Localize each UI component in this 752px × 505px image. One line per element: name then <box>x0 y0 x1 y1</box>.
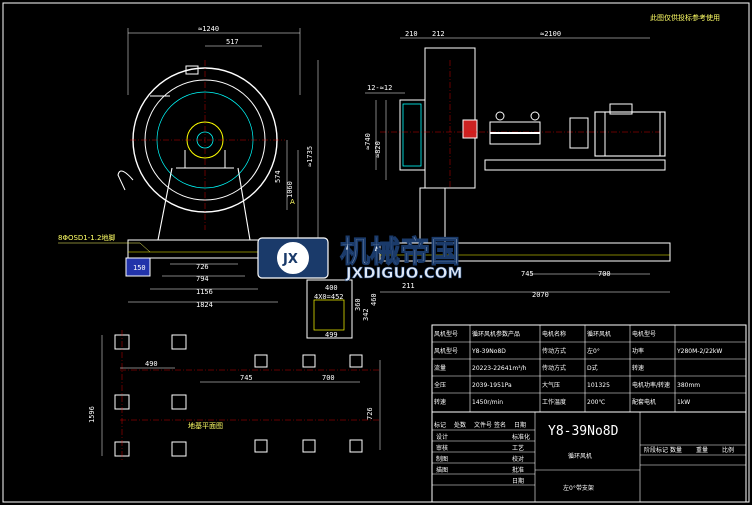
spec-cell: 流量 <box>434 364 446 372</box>
sign-cell: 批准 <box>512 466 524 474</box>
bolt-label: 8ΦOSD1-1.2地脚 <box>58 233 115 242</box>
spec-cell: 风机型号 <box>434 330 458 338</box>
watermark-en: JXDIGUO.COM <box>345 264 462 282</box>
spec-cell: 380mm <box>677 382 700 389</box>
spec-cell: 左0° <box>587 347 600 355</box>
rev-cell: 文件号 <box>474 421 492 429</box>
plan-dim-745: 745 <box>240 374 253 382</box>
dim-mid-400: 400 <box>325 284 338 292</box>
right-header-cell: 比例 <box>722 446 734 454</box>
sign-cell: 日期 <box>512 477 524 485</box>
rev-cell: 签名 <box>494 421 506 429</box>
direction-text: 左0°带支架 <box>563 484 594 492</box>
dim-1735: ≈1735 <box>306 146 314 167</box>
dim-mid-499: 499 <box>325 331 338 339</box>
spec-cell: 转速 <box>434 398 446 406</box>
sign-cell: 审核 <box>436 444 448 452</box>
rev-cell: 标记 <box>434 421 446 429</box>
marker-a: A <box>290 198 295 206</box>
rev-cell: 处数 <box>454 421 466 429</box>
spec-cell: 20223-22641m³/h <box>472 365 527 372</box>
spec-cell: 电机型号 <box>632 330 656 338</box>
note-top-right: 此图仅供投标参考使用 <box>650 13 720 22</box>
right-header-cell: 数量 <box>670 446 682 454</box>
spec-cell: D式 <box>587 364 598 372</box>
dim-2100: ≈2100 <box>540 30 561 38</box>
sign-cell: 描图 <box>436 466 448 474</box>
sign-cell: 工艺 <box>512 444 524 452</box>
spec-cell: 200℃ <box>587 399 605 406</box>
dim-740: ≈740 <box>364 133 372 150</box>
dim-mid-342: 342 <box>362 308 370 321</box>
spec-cell: Y8-39No8D <box>471 348 506 355</box>
dim-mid-360: 360 <box>354 298 362 311</box>
spec-cell: 1kW <box>677 399 690 406</box>
dim-212: 212 <box>432 30 445 38</box>
spec-cell: 全压 <box>434 381 446 389</box>
spec-cell: Y280M-2/22kW <box>676 348 722 355</box>
dim-726: 726 <box>196 263 209 271</box>
spec-cell: 2039-1951Pa <box>472 382 512 389</box>
dim-820: ≈820 <box>374 141 382 158</box>
rev-cell: 日期 <box>514 421 526 429</box>
spec-cell: 循环风机 <box>587 330 611 338</box>
spec-cell: 电机名称 <box>542 330 566 338</box>
spec-cell: 配套电机 <box>632 398 656 406</box>
spec-cell: 大气压 <box>542 381 560 389</box>
spec-cell: 工作温度 <box>542 398 566 406</box>
dim-right-2070: 2070 <box>532 291 549 299</box>
sign-cell: 设计 <box>436 433 448 441</box>
model-title: Y8-39No8D <box>548 424 619 439</box>
dim-mid-460: 460 <box>370 293 378 306</box>
plan-dim-490: 490 <box>145 360 158 368</box>
slot-label: 12-≈12 <box>367 84 392 92</box>
dim-right-211: 211 <box>402 282 415 290</box>
spec-cell: 101325 <box>587 382 610 389</box>
plan-dim-700: 700 <box>322 374 335 382</box>
dim-right-745: 745 <box>521 270 534 278</box>
watermark: JX 机械帝国 JXDIGUO.COM <box>257 235 463 282</box>
front-view: ≈1240 517 150 8ΦOSD1-1.2地脚 574 ≈1 <box>58 25 319 309</box>
dim-574: 574 <box>274 170 282 183</box>
plan-dim-1596: 1596 <box>88 406 96 423</box>
foundation-plan: 490 745 700 1596 726 地基平面图 <box>88 330 381 460</box>
product-title: 循环风机 <box>568 452 592 460</box>
spec-cell: 功率 <box>632 347 644 355</box>
right-header-cell: 阶段标记 <box>644 446 668 454</box>
spec-cell: 转速 <box>632 364 644 372</box>
watermark-cn: 机械帝国 <box>340 235 460 270</box>
dim-1060: 1060 <box>286 181 294 198</box>
dim-1156: 1156 <box>196 288 213 296</box>
spec-cell: 风机型号 <box>434 347 458 355</box>
sign-cell: 制图 <box>436 455 448 463</box>
sign-cell: 校对 <box>512 455 524 463</box>
dim-top-left-width: ≈1240 <box>198 25 219 33</box>
spec-cell: 传动方式 <box>542 364 566 372</box>
dim-1824: 1824 <box>196 301 213 309</box>
dim-210: 210 <box>405 30 418 38</box>
dim-left-150: 150 <box>133 264 146 272</box>
spec-cell: 电机功率/转速 <box>632 381 670 389</box>
spec-cell: 循环风机参数产品 <box>472 330 520 338</box>
side-view: 210 212 ≈2100 12-≈12 ≈740 ≈8 <box>364 30 671 299</box>
watermark-logo: JX <box>282 252 298 267</box>
spec-cell: 1450r/min <box>472 399 503 406</box>
dim-mid-4x452: 4X0=452 <box>314 293 344 301</box>
plan-title: 地基平面图 <box>188 421 223 430</box>
sign-cell: 标准化 <box>512 433 530 441</box>
section-detail: 400 4X0=452 499 360 342 460 <box>306 279 378 339</box>
spec-cell: 传动方式 <box>542 347 566 355</box>
dim-right-700: 700 <box>598 270 611 278</box>
right-header-cell: 重量 <box>696 446 708 454</box>
dim-794: 794 <box>196 275 209 283</box>
plan-dim-726: 726 <box>366 407 374 420</box>
dim-517: 517 <box>226 38 239 46</box>
